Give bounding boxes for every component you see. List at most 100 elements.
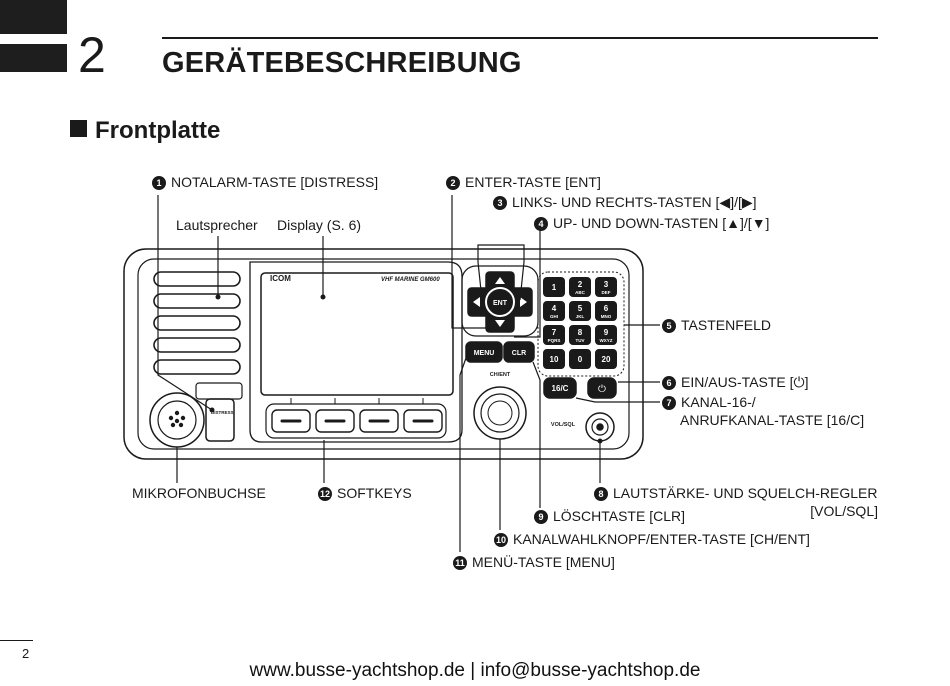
model-logo-text: VHF MARINE GM600	[381, 277, 440, 283]
callout-ch16-text-2: ANRUFKANAL-TASTE [16/C]	[680, 412, 865, 428]
channel-knob-inner	[480, 393, 520, 433]
display-label: Display (S. 6)	[277, 217, 362, 233]
keypad-key-sublabel: DEF	[602, 290, 611, 295]
leader-9	[532, 361, 541, 508]
keypad-key-label: 20	[602, 355, 611, 364]
keypad-key-7	[543, 325, 565, 345]
section-title: Frontplatte	[70, 117, 220, 145]
volsql-knob-inner	[591, 418, 609, 436]
keypad-key-0	[569, 349, 591, 369]
mic-jack-label: MIKROFONBUCHSE	[132, 485, 266, 501]
chapter-tab-bottom	[0, 44, 67, 72]
callout-power-text: EIN/AUS-TASTE [⏻]	[681, 374, 809, 390]
leader-4	[514, 228, 541, 338]
keypad-key-label: 8	[578, 328, 583, 337]
callout-number-8: 8	[594, 487, 608, 501]
callout-number-6: 6	[662, 376, 676, 390]
callout-number-5: 5	[662, 319, 676, 333]
callout-clr-text: LÖSCHTASTE [CLR]	[553, 508, 685, 524]
callout-number-7: 7	[662, 396, 676, 410]
footer-contact: www.busse-yachtshop.de | info@busse-yach…	[249, 660, 701, 681]
callout-keypad: 5 TASTENFELD	[662, 316, 771, 334]
brand-logo-text: ICOM	[270, 274, 291, 283]
keypad-key-label: 6	[604, 304, 609, 313]
distress-label: DISTRESS	[211, 410, 234, 415]
ch16-button	[543, 377, 577, 399]
section-square-icon	[70, 120, 87, 137]
keypad-key-20	[595, 349, 617, 369]
dpad-housing	[461, 265, 539, 337]
chent-label: CH/ENT	[490, 372, 511, 378]
title-rule	[162, 37, 878, 39]
callout-up-down-text: UP- UND DOWN-TASTEN [▲]/[▼]	[553, 215, 770, 231]
distress-key	[205, 398, 235, 442]
callout-power: 6 EIN/AUS-TASTE [⏻]	[662, 373, 809, 391]
housing-inner	[137, 258, 630, 450]
softkeys	[271, 409, 443, 433]
leader-1	[157, 195, 213, 411]
keypad-key-10	[543, 349, 565, 369]
leader-7	[575, 397, 660, 403]
chapter-number: 2	[78, 27, 106, 83]
keypad-key-sublabel: PQRS	[548, 338, 561, 343]
page-number: 2	[22, 646, 30, 661]
callout-number-2: 2	[446, 176, 460, 190]
callout-softkeys: 12 SOFTKEYS	[318, 484, 412, 502]
housing-outer	[123, 248, 644, 460]
keypad-key-sublabel: TUV	[576, 338, 585, 343]
section-title-text: Frontplatte	[95, 117, 221, 144]
keypad-key-5	[569, 301, 591, 321]
keypad-key-sublabel: ABC	[575, 290, 585, 295]
softkey-2	[315, 409, 355, 433]
keypad-key-2	[569, 277, 591, 297]
display-screen	[260, 272, 454, 396]
keypad-key-label: 10	[550, 355, 559, 364]
keypad-key-label: 5	[578, 304, 583, 313]
keypad-key-8	[569, 325, 591, 345]
callout-distress-text: NOTALARM-TASTE [DISTRESS]	[171, 174, 379, 190]
keypad-housing	[537, 271, 625, 377]
callout-volsql-text-2: [VOL/SQL]	[810, 503, 878, 519]
callout-number-9: 9	[534, 510, 548, 524]
speaker-grille	[153, 271, 241, 375]
callout-number-12: 12	[318, 487, 332, 501]
speaker-label: Lautsprecher	[176, 217, 258, 233]
keypad-key-sublabel: JKL	[576, 314, 585, 319]
mic-jack-inner	[157, 400, 197, 440]
keypad-key-sublabel: WXYZ	[600, 338, 613, 343]
callout-ent-text: ENTER-TASTE [ENT]	[465, 174, 601, 190]
keypad-key-label: 1	[552, 283, 557, 292]
callout-distress: 1 NOTALARM-TASTE [DISTRESS]	[152, 173, 378, 191]
leader-3	[477, 244, 525, 262]
callout-left-right-text: LINKS- UND RECHTS-TASTEN [◀]/[▶]	[512, 194, 757, 210]
leader-11	[459, 357, 467, 552]
page-number-rule	[0, 640, 33, 641]
front-face	[249, 261, 463, 443]
keypad-key-label: 4	[552, 304, 557, 313]
volsql-label: VOL/SQL	[551, 422, 576, 428]
channel-knob-outer	[473, 386, 527, 440]
ent-label: ENT	[493, 300, 508, 307]
leader-2	[451, 195, 490, 329]
chapter-title: GERÄTEBESCHREIBUNG	[162, 47, 522, 79]
callout-number-10: 10	[494, 533, 508, 547]
ent-button	[485, 287, 515, 317]
channel-knob-center	[487, 400, 513, 426]
callout-softkeys-text: SOFTKEYS	[337, 485, 412, 501]
keypad-key-label: 9	[604, 328, 609, 337]
callout-clr: 9 LÖSCHTASTE [CLR]	[534, 507, 685, 525]
softkey-3	[359, 409, 399, 433]
power-button	[587, 377, 617, 399]
callout-keypad-text: TASTENFELD	[681, 317, 771, 333]
softkey-4	[403, 409, 443, 433]
callout-ent: 2 ENTER-TASTE [ENT]	[446, 173, 601, 191]
keypad-key-9	[595, 325, 617, 345]
softkey-bar	[265, 403, 447, 439]
keypad-key-sublabel: MNO	[601, 314, 612, 319]
callout-number-1: 1	[152, 176, 166, 190]
